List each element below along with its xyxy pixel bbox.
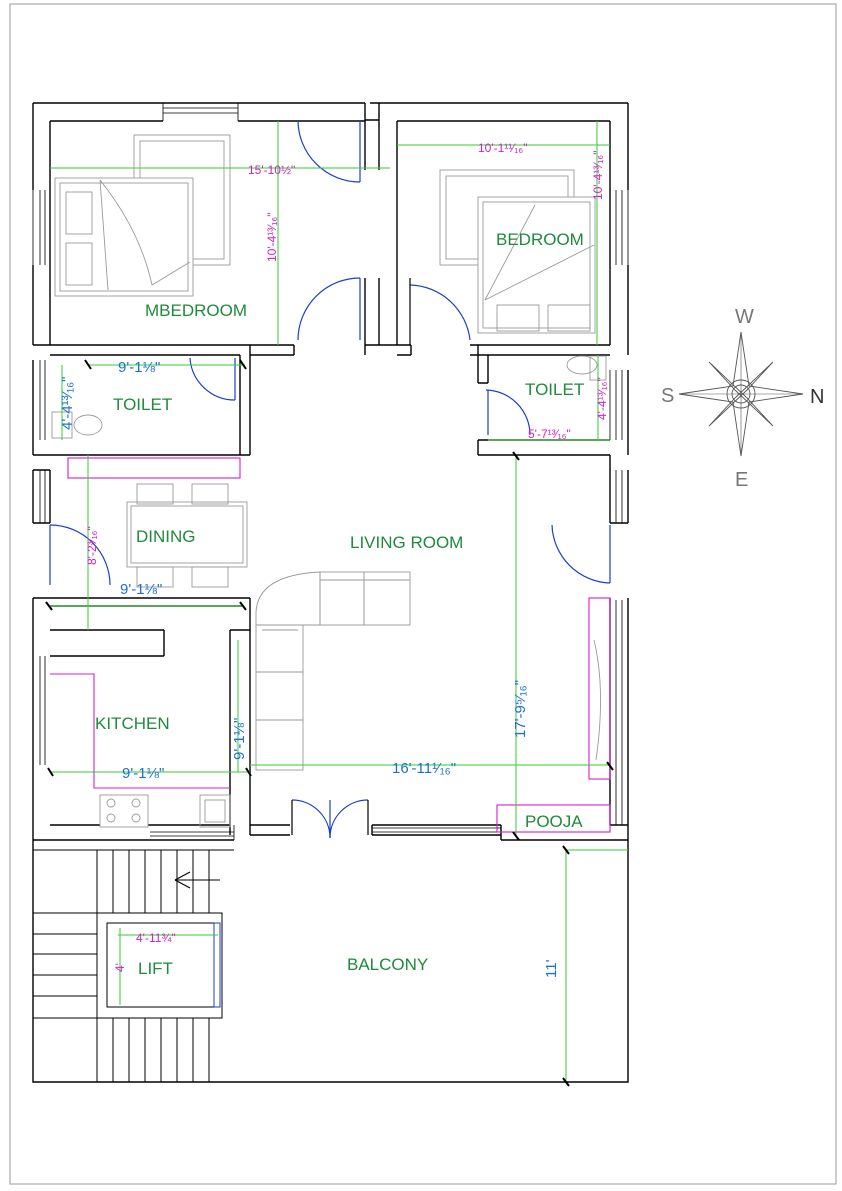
room-label-balcony: BALCONY [347,955,428,974]
doors [49,119,611,839]
room-label-lift: LIFT [138,959,173,978]
dim-mbedroom-height: 10'-4¹³⁄₁₆" [265,213,279,262]
room-label-toilet-right: TOILET [525,380,584,399]
walls [32,102,629,1083]
room-label-pooja: POOJA [525,812,583,831]
dim-toilet-right-width: 5'-7¹³⁄₁₆" [528,427,571,441]
compass-north-label: N [810,386,824,408]
compass-rose-icon [678,331,804,457]
dim-bedroom-width: 10'-1¹¹⁄₁₆" [478,141,527,155]
room-label-toilet-left: TOILET [113,395,172,414]
dim-lift-width: 4'-11¾" [136,931,176,945]
room-label-bedroom: BEDROOM [496,230,584,249]
dim-balcony-height: 11' [543,959,560,978]
dimension-lines [50,121,628,1082]
compass-west-label: W [735,306,754,328]
dim-lift-height: 4' [113,963,127,972]
compass-south-label: S [661,385,674,407]
dim-toilet-right-height: 4'-4¹³⁄₁₆" [595,377,609,420]
sheet-border [9,3,837,1185]
counters [50,457,611,833]
dim-toilet-left-width: 9'-1⅛" [118,359,160,376]
dim-mbedroom-width: 15'-10½" [248,163,295,177]
dim-bedroom-height: 10'-4¹³⁄₁₆" [591,151,605,200]
dim-kitchen-height: 9'-1⅛" [231,718,248,760]
compass-east-label: E [735,469,748,491]
dimension-ticks [45,359,614,1087]
room-label-dining: DINING [136,527,196,546]
dim-living-width: 16'-11¹⁄₁₆" [392,760,456,777]
dim-toilet-left-height: 4'-4¹³⁄₁₆" [59,377,76,430]
dim-dining-height: 8'-2³⁄₁₆" [85,526,99,565]
furniture [51,134,607,828]
room-label-living-room: LIVING ROOM [350,533,463,552]
room-label-mbedroom: MBEDROOM [145,301,247,320]
staircase [33,849,234,1082]
room-label-kitchen: KITCHEN [95,714,170,733]
dim-kitchen-width: 9'-1⅛" [122,765,164,782]
dim-dining-width: 9'-1⅛" [120,581,162,598]
dim-living-height: 17'-9⁵⁄₁₆" [512,680,529,738]
